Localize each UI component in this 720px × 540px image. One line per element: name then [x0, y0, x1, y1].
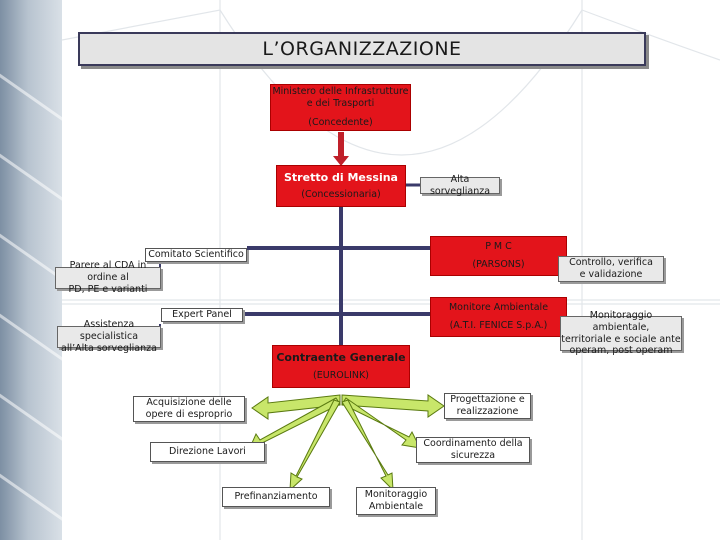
coordinamento-line1: Coordinamento della: [423, 438, 523, 450]
coordinamento-box: Coordinamento della sicurezza: [416, 437, 530, 463]
stretto-role: (Concessionaria): [301, 189, 381, 201]
assistenza-line1: Assistenza specialistica: [79, 319, 139, 343]
acquisizione-box: Acquisizione delle opere di esproprio: [133, 396, 245, 422]
arrow-ministero-stretto: [333, 132, 349, 166]
contraente-sub: (EUROLINK): [313, 370, 369, 382]
parere-box: Parere al CDA in ordine al PD, PE e vari…: [55, 260, 161, 295]
progettazione-line1: Progettazione e: [450, 394, 525, 406]
monitoraggio-territoriale-box: Monitoraggio ambientale, territoriale e …: [560, 310, 682, 356]
expert-panel-box: Expert Panel: [161, 308, 243, 322]
stretto-name: Stretto di Messina: [284, 170, 398, 184]
acquisizione-line1: Acquisizione delle: [146, 397, 232, 409]
acquisizione-line2: opere di esproprio: [145, 409, 233, 420]
progettazione-line2: realizzazione: [456, 406, 519, 417]
prefinanziamento-label: Prefinanziamento: [234, 491, 318, 503]
parere-line1: Parere al CDA in ordine al: [69, 260, 147, 284]
ministero-line1: Ministero delle Infrastrutture: [272, 86, 409, 98]
monitoraggio-terr-line1: Monitoraggio ambientale,: [589, 309, 653, 333]
monitoraggio-ambientale-box: Monitoraggio Ambientale: [356, 487, 436, 515]
parere-line2: PD, PE e varianti: [68, 283, 148, 295]
sidebar-bridge-image: [0, 0, 62, 540]
prefinanziamento-box: Prefinanziamento: [222, 487, 330, 507]
alta-sorveglianza-label: Alta sorveglianza: [429, 173, 491, 197]
comitato-box: Comitato Scientifico: [145, 248, 247, 262]
contraente-name: Contraente Generale: [276, 350, 406, 364]
monitoraggio-terr-line2: territoriale e sociale ante: [561, 333, 681, 345]
ministero-role: (Concedente): [308, 116, 373, 128]
monitoraggio-amb-line1: Monitoraggio: [364, 489, 428, 501]
comitato-label: Comitato Scientifico: [148, 249, 244, 261]
direzione-lavori-box: Direzione Lavori: [150, 442, 265, 462]
pmc-name: P M C: [485, 241, 512, 253]
page-title: L’ORGANIZZAZIONE: [78, 32, 646, 66]
assistenza-box: Assistenza specialistica all’Alta sorveg…: [57, 319, 161, 354]
monitoraggio-amb-line2: Ambientale: [368, 501, 424, 512]
assistenza-line2: all’Alta sorveglianza: [61, 342, 157, 354]
alta-sorveglianza-box: Alta sorveglianza: [420, 174, 500, 197]
progettazione-box: Progettazione e realizzazione: [444, 393, 531, 419]
expert-panel-label: Expert Panel: [172, 309, 232, 321]
monitore-sub: (A.T.I. FENICE S.p.A.): [449, 320, 548, 331]
controllo-line2: e validazione: [579, 269, 643, 280]
ministero-line2: e dei Trasporti: [306, 98, 375, 110]
monitoraggio-terr-line3: operam, post operam: [569, 345, 673, 357]
ministero-box: Ministero delle Infrastrutture e dei Tra…: [270, 84, 411, 131]
coordinamento-line2: sicurezza: [450, 450, 496, 461]
stretto-box: Stretto di Messina (Concessionaria): [276, 165, 406, 207]
monitore-box: Monitore Ambientale (A.T.I. FENICE S.p.A…: [430, 297, 567, 337]
monitore-name: Monitore Ambientale: [448, 302, 549, 314]
direzione-lavori-label: Direzione Lavori: [169, 446, 246, 458]
pmc-sub: (PARSONS): [472, 259, 525, 270]
contraente-box: Contraente Generale (EUROLINK): [272, 345, 410, 388]
pmc-box: P M C (PARSONS): [430, 236, 567, 276]
controllo-box: Controllo, verifica e validazione: [558, 256, 664, 282]
controllo-line1: Controllo, verifica: [569, 257, 653, 269]
